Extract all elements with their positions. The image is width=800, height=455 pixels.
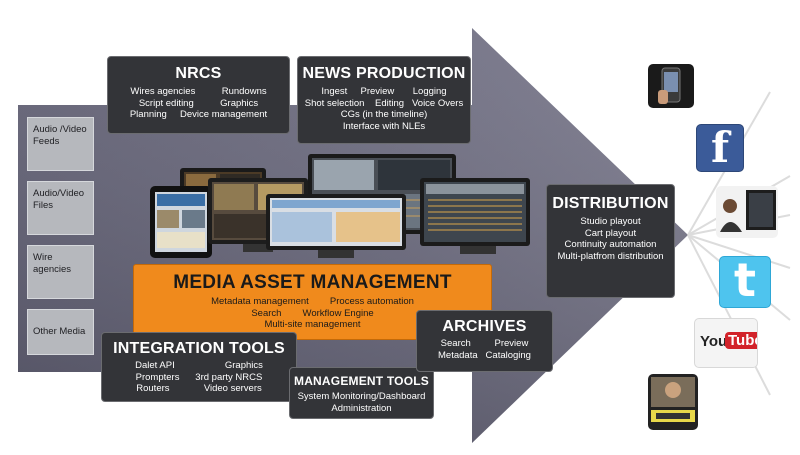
integration-tools-line: Routers Video servers (136, 383, 262, 394)
youtube-icon: You Tube (694, 318, 758, 368)
facebook-icon: f (696, 124, 744, 172)
management-tools-title: MANAGEMENT TOOLS (294, 374, 429, 388)
integration-tools-line: Prompters 3rd party NRCS (135, 371, 263, 383)
integration-tools-line: Dalet API Graphics (135, 360, 263, 371)
archives-title: ARCHIVES (442, 318, 527, 335)
news-production-line: Interface with NLEs (342, 120, 426, 132)
twitter-logo: t (734, 256, 756, 307)
distribution-line: Studio playout (580, 216, 641, 227)
distribution-line: Continuity automation (564, 239, 657, 250)
nrcs-line: Script editing Graphics (138, 97, 259, 109)
integration-tools-box: INTEGRATION TOOLS Dalet API Graphics Pro… (101, 332, 297, 402)
management-tools-box: MANAGEMENT TOOLS System Monitoring/Dashb… (289, 367, 434, 419)
nrcs-box: NRCS Wires agencies Rundowns Script edit… (107, 56, 290, 134)
input-other-media: Other Media (27, 309, 94, 355)
monitor-center (266, 194, 406, 258)
video-player-icon (648, 374, 698, 430)
screens-illustration (150, 154, 530, 258)
archives-line: Search Preview (440, 338, 529, 349)
distribution-title: DISTRIBUTION (552, 195, 669, 212)
news-production-line: Shot selection Editing Voice Overs (304, 97, 464, 109)
distribution-line: Multi-platfrom distribution (557, 250, 664, 262)
input-audio-video-files: Audio/Video Files (27, 181, 94, 235)
archives-line: Metadata Cataloging (438, 349, 531, 361)
input-label: Wire agencies (33, 252, 72, 275)
input-wire-agencies: Wire agencies (27, 245, 94, 299)
television-icon (716, 186, 778, 238)
input-label: Audio /Video Feeds (33, 124, 87, 147)
integration-tools-title: INTEGRATION TOOLS (113, 340, 285, 357)
youtube-logo-you: You (700, 333, 728, 350)
tablet (150, 186, 212, 258)
nrcs-line: Wires agencies Rundowns (130, 86, 267, 97)
nrcs-line: Planning Device management (129, 109, 268, 120)
news-production-box: NEWS PRODUCTION Ingest Preview Logging S… (297, 56, 471, 144)
mam-line: Metadata management Process automation (211, 296, 414, 307)
youtube-logo-tube: Tube (725, 332, 757, 349)
facebook-logo: f (711, 124, 730, 172)
mam-line: Multi-site management (264, 319, 361, 330)
news-production-line: Ingest Preview Logging (321, 86, 447, 97)
input-label: Other Media (33, 326, 86, 337)
archives-box: ARCHIVES Search Preview Metadata Catalog… (416, 310, 553, 372)
input-label: Audio/Video Files (33, 188, 85, 211)
management-tools-line: Administration (331, 402, 392, 414)
monitor-right (420, 178, 530, 254)
management-tools-line: System Monitoring/Dashboard (297, 391, 426, 402)
nrcs-title: NRCS (175, 65, 222, 82)
input-audio-video-feeds: Audio /Video Feeds (27, 117, 94, 171)
distribution-box: DISTRIBUTION Studio playout Cart playout… (546, 184, 675, 298)
mam-title: MEDIA ASSET MANAGEMENT (173, 272, 452, 293)
news-production-line: CGs (in the timeline) (340, 109, 428, 120)
mobile-phone-icon (648, 64, 694, 108)
distribution-line: Cart playout (584, 227, 637, 239)
twitter-icon: t (719, 256, 771, 308)
news-production-title: NEWS PRODUCTION (302, 65, 466, 82)
mam-line: Search Workflow Engine (251, 307, 374, 319)
